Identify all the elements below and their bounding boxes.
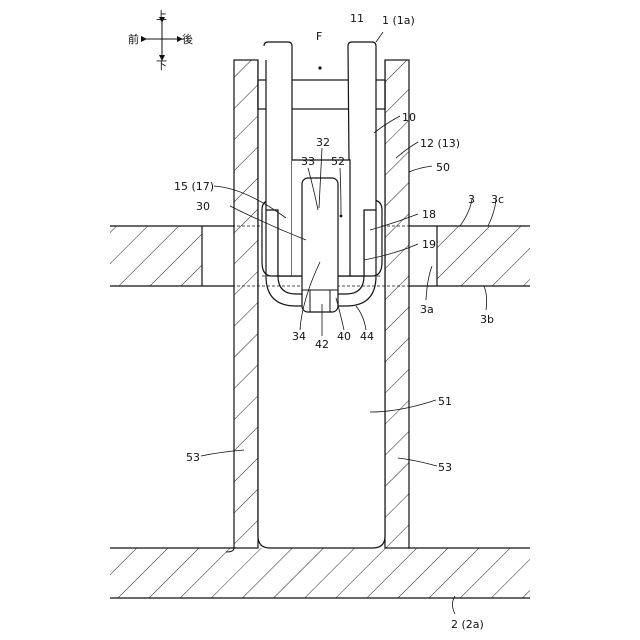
holder-wall-rear-53: [385, 60, 409, 548]
label-F: F: [316, 30, 322, 43]
base-plate-2: [110, 548, 530, 598]
label-2: 2 (2a): [451, 618, 484, 631]
direction-back-label: 後: [182, 32, 193, 46]
label-52: 52: [331, 155, 345, 168]
label-15: 15 (17): [174, 180, 214, 193]
label-1: 1 (1a): [382, 14, 415, 27]
label-12: 12 (13): [420, 137, 460, 150]
label-3: 3: [468, 193, 475, 206]
direction-front-label: 前: [128, 32, 139, 46]
label-53-rear: 53: [438, 461, 452, 474]
label-3c: 3c: [491, 193, 504, 206]
label-18: 18: [422, 208, 436, 221]
point-F-dot: [318, 66, 321, 69]
label-44: 44: [360, 330, 374, 343]
terminal-32: [302, 178, 338, 312]
label-34: 34: [292, 330, 306, 343]
holder-wall-front-53: [234, 60, 258, 548]
label-3b: 3b: [480, 313, 494, 326]
label-42: 42: [315, 338, 329, 351]
label-50: 50: [436, 161, 450, 174]
label-11: 11: [350, 12, 364, 25]
label-33: 33: [301, 155, 315, 168]
label-30: 30: [196, 200, 210, 213]
label-32: 32: [316, 136, 330, 149]
label-53-front: 53: [186, 451, 200, 464]
direction-indicator: [144, 20, 180, 58]
label-3a: 3a: [420, 303, 434, 316]
label-19: 19: [422, 238, 436, 251]
direction-down-label: 下: [156, 59, 167, 72]
label-40: 40: [337, 330, 351, 343]
direction-up-label: 上: [156, 9, 167, 22]
label-51: 51: [438, 395, 452, 408]
label-10: 10: [402, 111, 416, 124]
